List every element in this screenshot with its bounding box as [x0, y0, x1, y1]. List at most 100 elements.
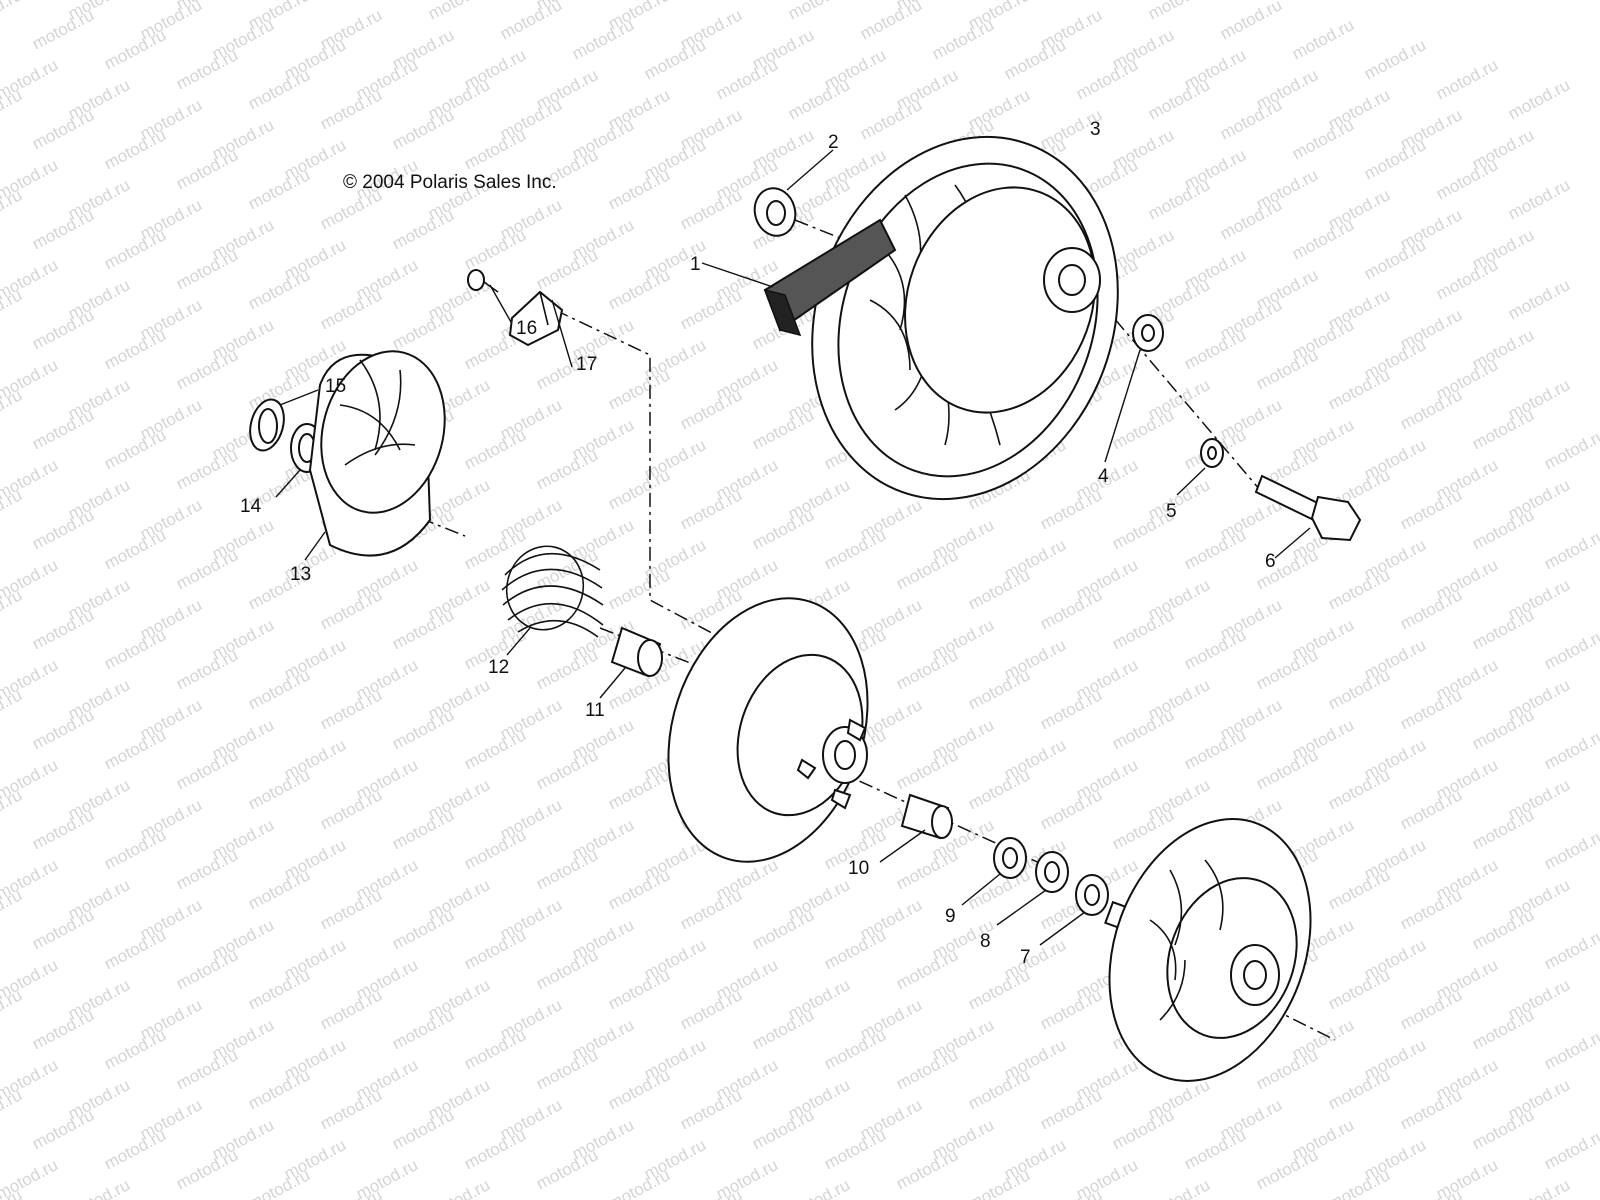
watermark-text: motod.ru	[317, 885, 385, 933]
watermark-text: motod.ru	[749, 1105, 817, 1153]
part-13-helix-cam	[304, 350, 446, 561]
watermark-text: motod.ru	[101, 525, 169, 573]
callout-17: 17	[576, 354, 597, 375]
watermark-text: motod.ru	[641, 35, 709, 83]
watermark-text: motod.ru	[1037, 1085, 1105, 1133]
watermark-text: motod.ru	[677, 1085, 745, 1133]
part-10-bushing	[879, 793, 953, 863]
watermark-text: motod.ru	[173, 545, 241, 593]
watermark-text: motod.ru	[1217, 1195, 1285, 1200]
watermark-text: motod.ru	[533, 845, 601, 893]
watermark-text: motod.ru	[29, 405, 97, 453]
watermark-text: motod.ru	[605, 965, 673, 1013]
watermark-text: motod.ru	[29, 305, 97, 353]
part-12-spring	[501, 545, 604, 656]
callout-12: 12	[488, 657, 509, 678]
watermark-text: motod.ru	[245, 665, 313, 713]
watermark-text: motod.ru	[497, 1195, 565, 1200]
watermark-text: motod.ru	[965, 565, 1033, 613]
watermark-text: motod.ru	[605, 265, 673, 313]
watermark-text: motod.ru	[461, 225, 529, 273]
watermark-text: motod.ru	[1505, 75, 1573, 123]
watermark-text: motod.ru	[101, 1125, 169, 1173]
watermark-text: motod.ru	[533, 745, 601, 793]
watermark-text: motod.ru	[857, 95, 925, 143]
watermark-text: motod.ru	[101, 25, 169, 73]
watermark-text: motod.ru	[1469, 1105, 1537, 1153]
watermark-text: motod.ru	[929, 15, 997, 63]
watermark-text: motod.ru	[1181, 1125, 1249, 1173]
watermark-text: motod.ru	[461, 525, 529, 573]
watermark-text: motod.ru	[533, 645, 601, 693]
callout-14: 14	[240, 496, 262, 517]
watermark-text: motod.ru	[101, 325, 169, 373]
watermark-text: motod.ru	[1217, 0, 1285, 44]
watermark-text: motod.ru	[1397, 785, 1465, 833]
part-8-washer	[996, 851, 1069, 926]
watermark-text: motod.ru	[173, 845, 241, 893]
watermark-text: motod.ru	[821, 1125, 889, 1173]
part-17-button	[508, 290, 573, 368]
watermark-text: motod.ru	[389, 905, 457, 953]
watermark-text: motod.ru	[425, 1175, 493, 1200]
watermark-text: motod.ru	[1037, 485, 1105, 533]
watermark-text: motod.ru	[245, 265, 313, 313]
watermark-text: motod.ru	[1325, 865, 1393, 913]
watermark-text: motod.ru	[1145, 1175, 1213, 1200]
watermark-text: motod.ru	[1109, 405, 1177, 453]
watermark-text: motod.ru	[173, 245, 241, 293]
watermark-text: motod.ru	[1469, 505, 1537, 553]
watermark-text: motod.ru	[389, 105, 457, 153]
watermark-text: motod.ru	[461, 925, 529, 973]
watermark-text: motod.ru	[101, 1025, 169, 1073]
watermark-text: motod.ru	[1289, 115, 1357, 163]
watermark-text: motod.ru	[965, 665, 1033, 713]
watermark-text: motod.ru	[605, 465, 673, 513]
watermark-text: motod.ru	[1253, 645, 1321, 693]
watermark-text: motod.ru	[1109, 705, 1177, 753]
callout-15: 15	[325, 376, 346, 397]
watermark-text: motod.ru	[353, 0, 421, 4]
watermark-text: motod.ru	[1397, 585, 1465, 633]
watermark-text: motod.ru	[1361, 35, 1429, 83]
watermark-text: motod.ru	[857, 0, 925, 44]
watermark-text: motod.ru	[533, 445, 601, 493]
watermark-text: motod.ru	[533, 1145, 601, 1193]
watermark-text: motod.ru	[1397, 485, 1465, 533]
watermark-text: motod.ru	[677, 485, 745, 533]
watermark-text: motod.ru	[101, 625, 169, 673]
watermark-text: motod.ru	[1325, 565, 1393, 613]
watermark-text: motod.ru	[1181, 325, 1249, 373]
watermark-text: motod.ru	[389, 1005, 457, 1053]
stationary-sheave	[1104, 818, 1312, 1082]
watermark-text: motod.ru	[1325, 1165, 1393, 1200]
watermark-text: motod.ru	[1037, 985, 1105, 1033]
watermark-text: motod.ru	[245, 65, 313, 113]
watermark-text: motod.ru	[29, 905, 97, 953]
watermark-text: motod.ru	[461, 1125, 529, 1173]
watermark-text: motod.ru	[1397, 1085, 1465, 1133]
copyright-text: © 2004 Polaris Sales Inc.	[343, 172, 557, 193]
callout-13: 13	[290, 564, 311, 585]
watermark-text: motod.ru	[893, 645, 961, 693]
watermark-text: motod.ru	[317, 685, 385, 733]
callout-3: 3	[1090, 119, 1101, 140]
watermark-text: motod.ru	[173, 45, 241, 93]
callout-9: 9	[945, 906, 956, 927]
watermark-text: motod.ru	[1541, 1125, 1600, 1173]
watermark-text: motod.ru	[1289, 15, 1357, 63]
callout-10: 10	[848, 858, 869, 879]
watermark-text: motod.ru	[533, 1045, 601, 1093]
watermark-text: motod.ru	[29, 505, 97, 553]
watermark-text: motod.ru	[1397, 885, 1465, 933]
watermark-text: motod.ru	[1073, 0, 1141, 4]
watermark-text: motod.ru	[1181, 725, 1249, 773]
watermark-text: motod.ru	[317, 85, 385, 133]
watermark-text: motod.ru	[677, 1185, 745, 1200]
callout-11: 11	[585, 700, 605, 721]
watermark-text: motod.ru	[785, 1175, 853, 1200]
watermark-text: motod.ru	[1325, 765, 1393, 813]
watermark-text: motod.ru	[677, 285, 745, 333]
watermark-text: motod.ru	[0, 0, 25, 34]
watermark-text: motod.ru	[29, 1005, 97, 1053]
